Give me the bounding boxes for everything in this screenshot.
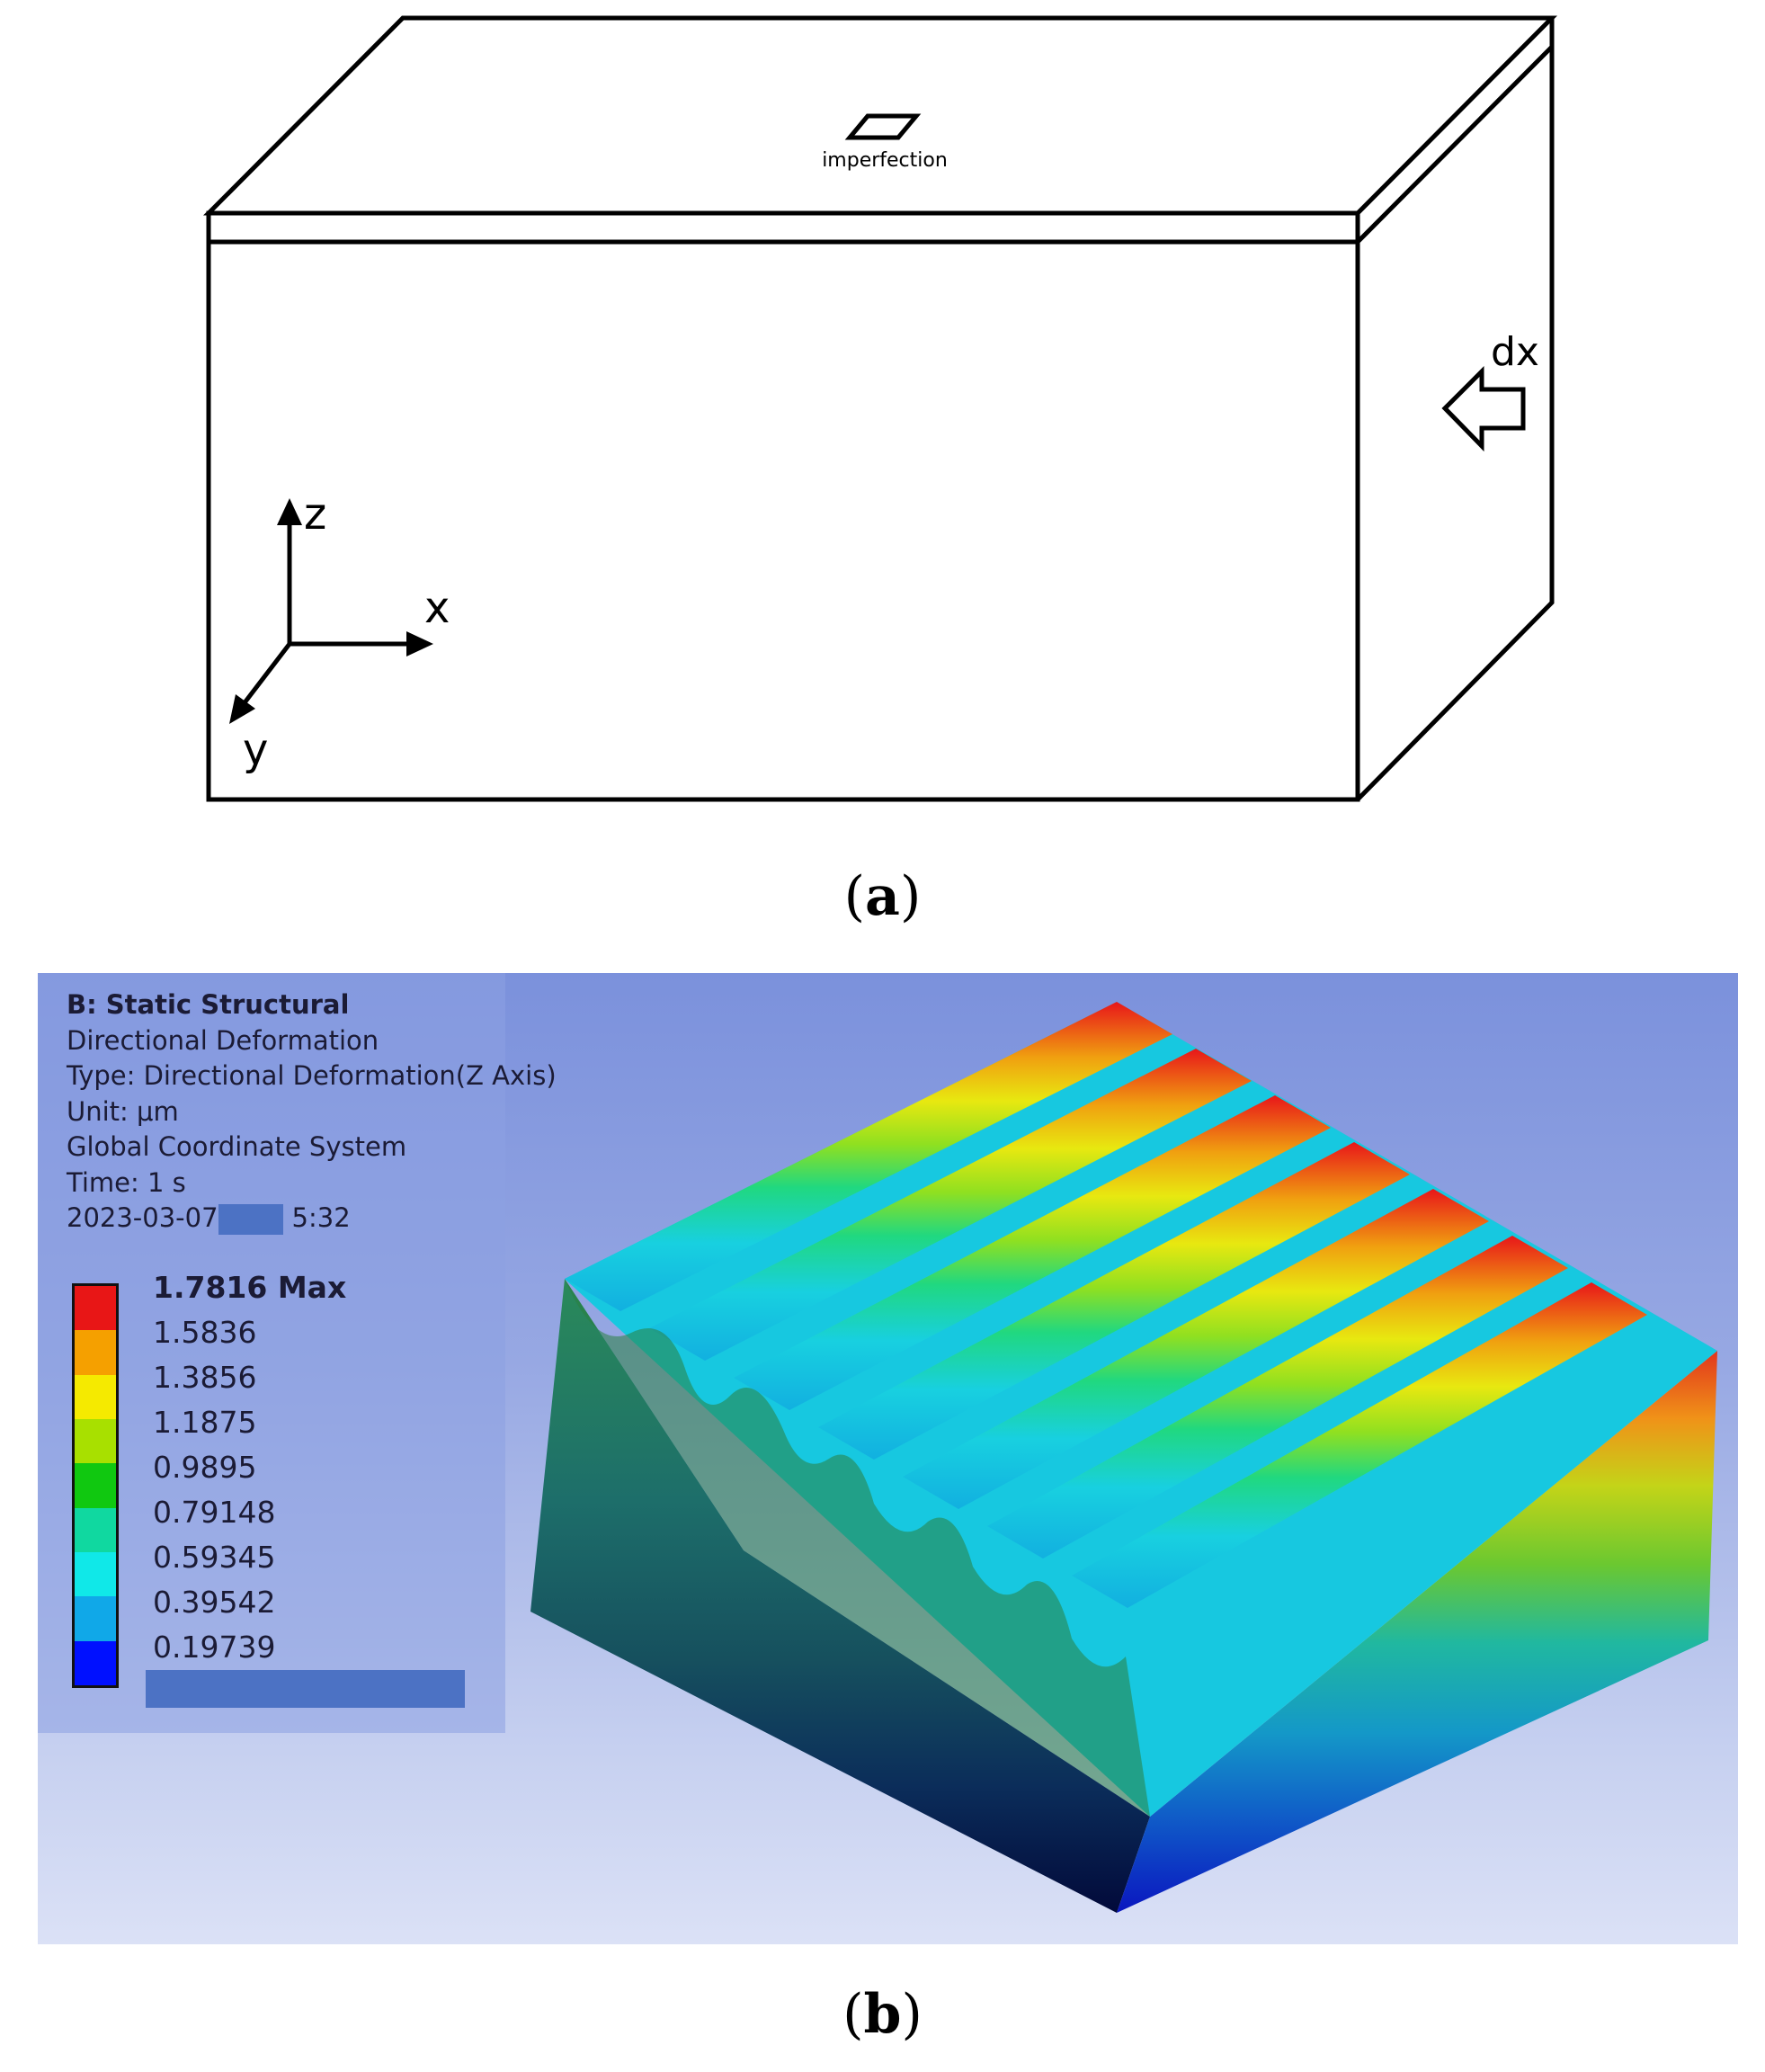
deformed-model-render <box>530 1002 1717 1913</box>
legend-swatch <box>75 1463 116 1508</box>
box-top-layer <box>206 210 1360 245</box>
dx-arrow-icon <box>1441 365 1526 452</box>
wave-profile <box>565 1279 1150 1817</box>
result-unit: Unit: μm <box>67 1095 179 1127</box>
legend-swatch <box>75 1596 116 1641</box>
dx-label: dx <box>1491 329 1539 375</box>
box-right-face <box>1356 47 1555 801</box>
legend-level: 0.9895 <box>153 1450 257 1485</box>
wave-ridges <box>565 1002 1647 1608</box>
coordinate-system: Global Coordinate System <box>67 1131 407 1162</box>
caption-b-letter: b <box>863 1983 902 2046</box>
model-right-face <box>1117 1351 1717 1913</box>
analysis-title: B: Static Structural <box>67 989 350 1020</box>
result-date: 2023-03-07 5:32 <box>67 1201 557 1237</box>
result-info-text: B: Static Structural Directional Deforma… <box>67 987 557 1237</box>
legend-level: 1.5836 <box>153 1315 257 1350</box>
result-time: Time: 1 s <box>67 1166 186 1198</box>
color-legend-bar <box>72 1283 119 1688</box>
axis-z-label: z <box>304 489 326 540</box>
redaction-block <box>218 1204 283 1235</box>
caption-a-letter: a <box>865 865 900 928</box>
legend-swatch <box>75 1507 116 1552</box>
axis-y-label: y <box>243 725 268 775</box>
caption-a: (a) <box>843 865 922 928</box>
legend-max-label: 1.7816 Max <box>153 1270 347 1305</box>
box-front-face <box>206 239 1360 802</box>
legend-level: 1.3856 <box>153 1360 257 1395</box>
legend-level: 1.1875 <box>153 1405 257 1440</box>
fea-result-panel: B: Static Structural Directional Deforma… <box>38 973 1738 1944</box>
legend-swatch <box>75 1330 116 1375</box>
model-front-face <box>530 1279 1150 1913</box>
legend-min-redaction <box>146 1670 465 1708</box>
legend-swatch <box>75 1640 116 1685</box>
legend-level: 0.19739 <box>153 1630 276 1665</box>
legend-level: 0.39542 <box>153 1585 276 1620</box>
legend-swatch <box>75 1286 116 1331</box>
caption-b: (b) <box>842 1983 923 2046</box>
legend-level: 0.79148 <box>153 1495 276 1530</box>
legend-levels: 1.7816 Max 1.5836 1.3856 1.1875 0.9895 0… <box>153 1265 346 1670</box>
legend-swatch <box>75 1418 116 1464</box>
result-name: Directional Deformation <box>67 1024 379 1056</box>
imperfection-marker <box>844 113 922 140</box>
date-suffix: 5:32 <box>291 1202 351 1233</box>
schematic-box-diagram: imperfection dx z x y <box>202 15 1558 802</box>
legend-level: 0.59345 <box>153 1540 276 1575</box>
result-type: Type: Directional Deformation(Z Axis) <box>67 1060 557 1091</box>
imperfection-label: imperfection <box>822 149 948 172</box>
axis-x-label: x <box>424 583 450 633</box>
date-prefix: 2023-03-07 <box>67 1202 218 1233</box>
legend-swatch <box>75 1551 116 1597</box>
coordinate-axes <box>229 498 433 724</box>
legend-swatch <box>75 1374 116 1419</box>
